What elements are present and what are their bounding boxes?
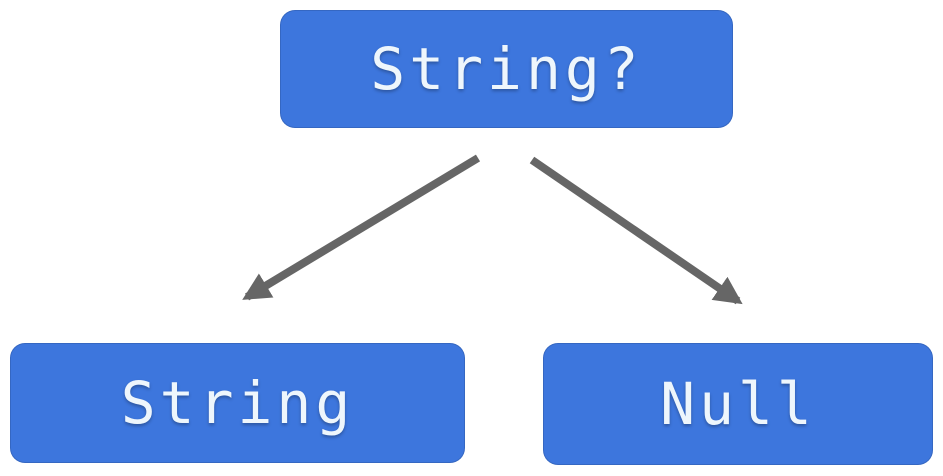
arrow-root-to-string [242, 154, 481, 301]
node-string-nullable: String? [280, 10, 733, 128]
node-string: String [10, 343, 465, 463]
node-string-label: String [120, 369, 355, 437]
node-null-label: Null [660, 370, 816, 438]
arrow-root-to-null [529, 156, 743, 305]
node-string-nullable-label: String? [370, 35, 643, 103]
node-null: Null [543, 343, 933, 465]
